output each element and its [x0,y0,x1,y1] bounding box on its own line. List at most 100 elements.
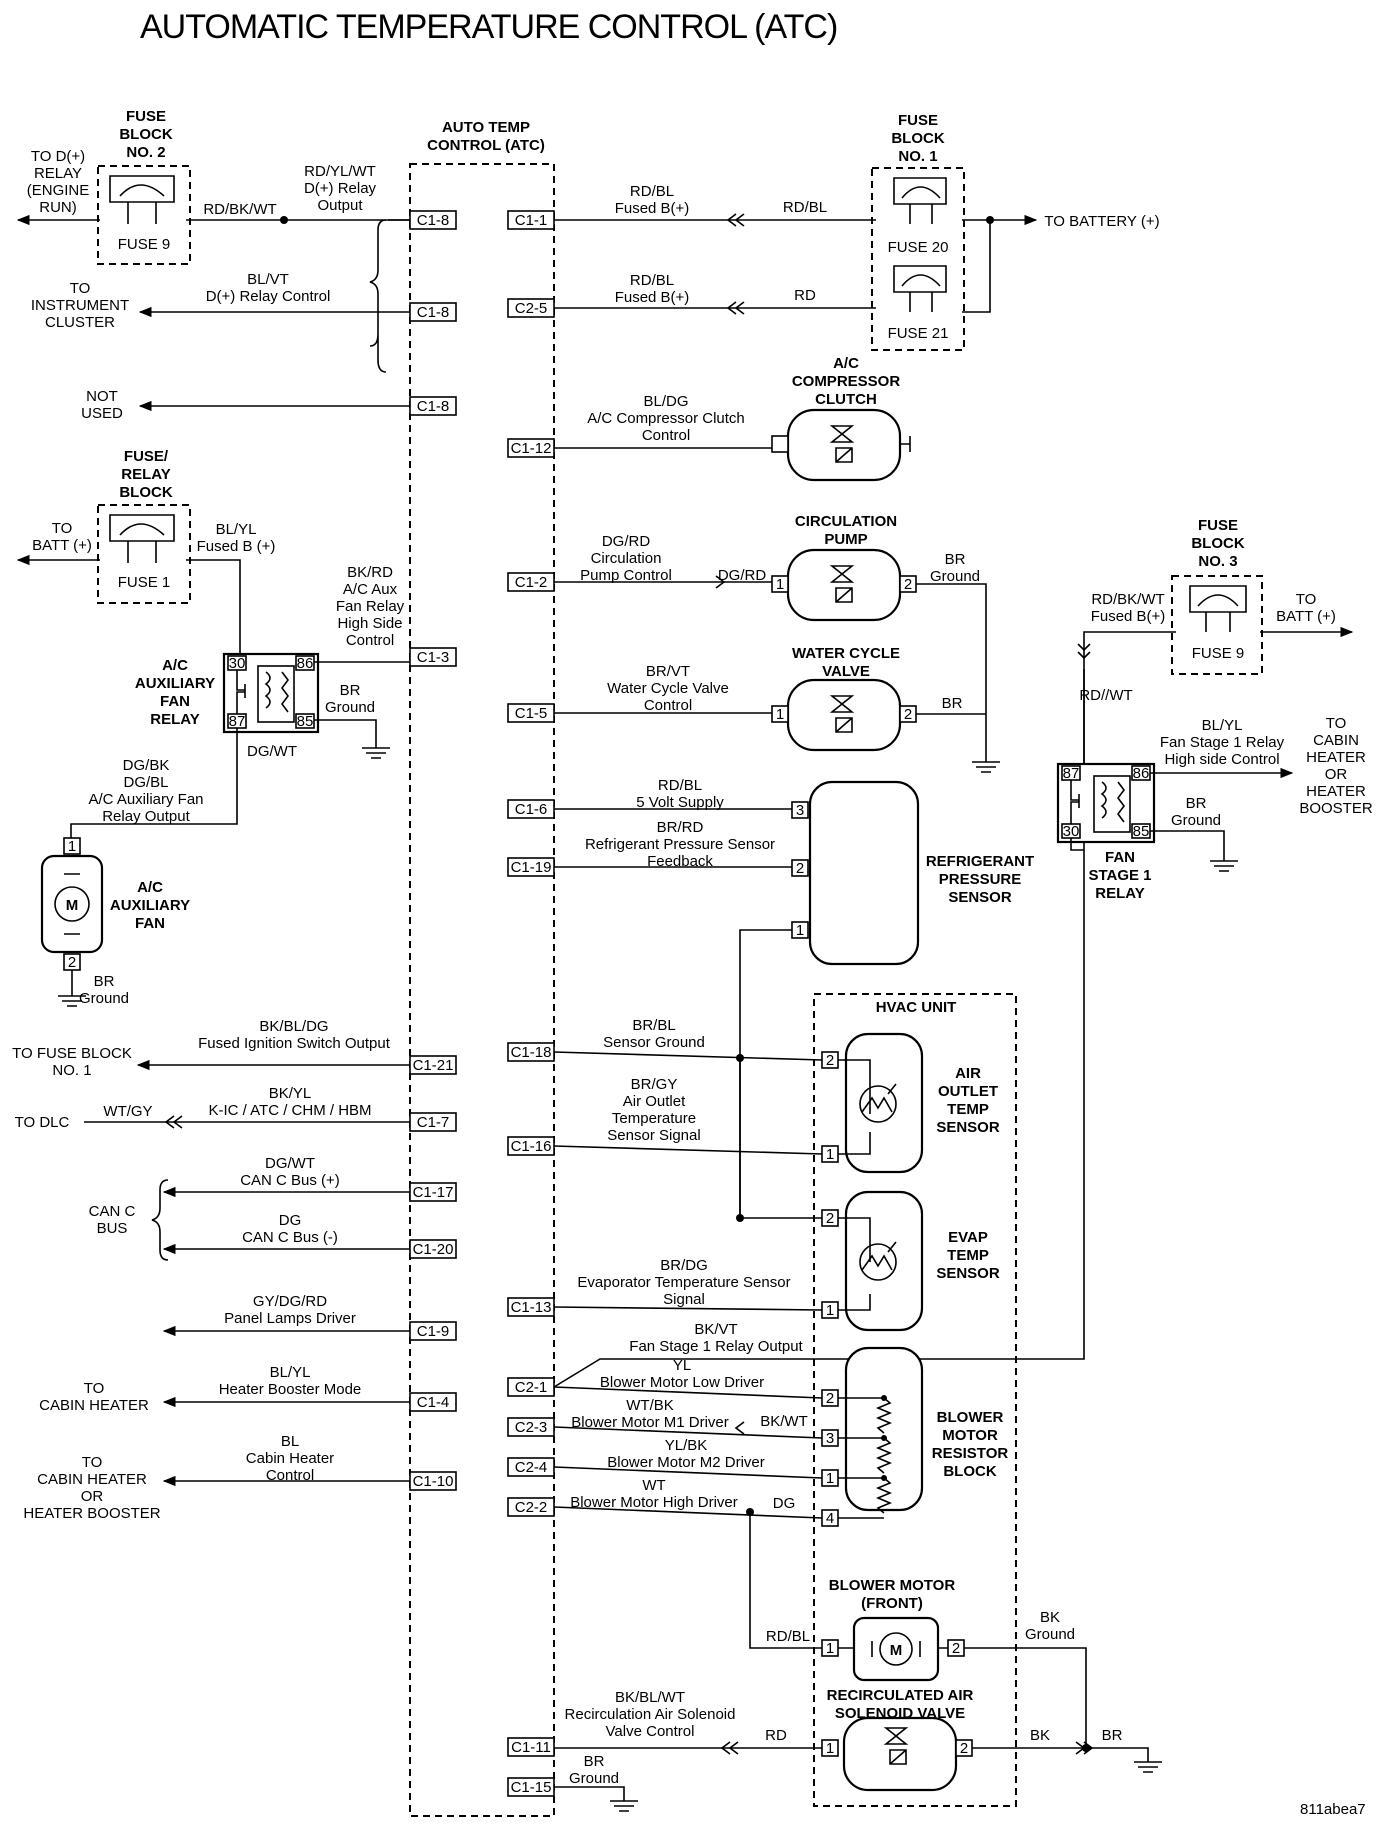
svg-text:RUN): RUN) [39,199,77,216]
evap-temp-sensor: 2 1 EVAP TEMP SENSOR BR/DG Evaporator Te… [553,1058,1000,1332]
svg-text:BK/BL/WT: BK/BL/WT [615,1689,685,1706]
air-outlet-temp-sensor: 2 1 AIR OUTLET TEMP SENSOR BR/BL Sensor … [553,1017,1000,1174]
svg-text:C1-11: C1-11 [511,1739,551,1756]
svg-text:C2-4: C2-4 [515,1459,548,1476]
svg-text:C1-19: C1-19 [511,859,552,876]
svg-text:CABIN HEATER: CABIN HEATER [37,1471,147,1488]
svg-text:Control: Control [644,697,692,714]
svg-text:30: 30 [1063,823,1080,840]
svg-text:C1-21: C1-21 [413,1057,454,1074]
svg-text:M: M [66,897,79,914]
svg-text:5 Volt Supply: 5 Volt Supply [636,794,724,811]
svg-text:COMPRESSOR: COMPRESSOR [792,373,901,390]
svg-text:Cabin Heater: Cabin Heater [246,1450,334,1467]
svg-text:TO BATTERY (+): TO BATTERY (+) [1044,213,1159,230]
svg-text:Fused Ignition Switch Output: Fused Ignition Switch Output [198,1035,391,1052]
svg-text:C1-20: C1-20 [413,1241,454,1258]
svg-text:A/C Compressor Clutch: A/C Compressor Clutch [587,410,745,427]
svg-text:CAN C Bus (+): CAN C Bus (+) [240,1172,340,1189]
svg-text:K-IC / ATC / CHM / HBM: K-IC / ATC / CHM / HBM [208,1102,371,1119]
svg-text:TO D(+): TO D(+) [31,148,85,165]
svg-text:BK: BK [1040,1609,1060,1626]
svg-text:Blower Motor Low Driver: Blower Motor Low Driver [600,1374,764,1391]
svg-text:C1-8: C1-8 [417,398,450,415]
svg-text:DG/WT: DG/WT [265,1155,315,1172]
svg-text:RD/BL: RD/BL [630,183,674,200]
svg-text:FUSE: FUSE [898,112,938,129]
svg-text:2: 2 [904,706,912,723]
aux-fan-relay: 30 86 87 85 A/C AUXILIARY FAN RELAY BK/R… [70,564,410,838]
svg-text:C2-3: C2-3 [515,1419,548,1436]
svg-text:WATER CYCLE: WATER CYCLE [792,645,900,662]
svg-text:Blower Motor M1 Driver: Blower Motor M1 Driver [571,1414,729,1431]
svg-text:BATT (+): BATT (+) [32,537,92,554]
svg-text:BL/YL: BL/YL [216,521,257,538]
svg-text:2: 2 [796,860,804,877]
svg-text:OR: OR [1325,766,1348,783]
svg-text:FUSE 20: FUSE 20 [888,239,949,256]
svg-text:DG/WT: DG/WT [247,743,297,760]
svg-text:Signal: Signal [663,1291,705,1308]
svg-text:OR: OR [81,1488,104,1505]
svg-text:FAN: FAN [160,693,190,710]
left-pins: C1-8 C1-8 C1-8 C1-3 C1-21 C1-7 C1-17 C1-… [409,210,457,1491]
svg-text:RELAY: RELAY [34,165,82,182]
svg-text:Recirculation Air Solenoid: Recirculation Air Solenoid [565,1706,736,1723]
fuse-block-2: FUSE BLOCK NO. 2 FUSE 9 TO D(+) RELAY (E… [16,108,386,265]
svg-text:C1-9: C1-9 [417,1323,450,1340]
svg-text:BR: BR [584,1753,605,1770]
svg-text:DG/BL: DG/BL [123,774,168,791]
svg-text:CABIN: CABIN [1313,732,1359,749]
svg-text:C2-2: C2-2 [515,1499,548,1516]
svg-text:WT: WT [642,1477,665,1494]
atc-module: AUTO TEMP CONTROL (ATC) [409,119,555,1817]
svg-text:RELAY: RELAY [1095,885,1144,902]
circulation-pump: CIRCULATION PUMP 1 2 DG/RD Circulation P… [554,513,987,762]
svg-text:A/C: A/C [137,879,163,896]
svg-text:1: 1 [826,1146,834,1163]
svg-text:A/C Aux: A/C Aux [343,581,398,598]
svg-text:TO: TO [1296,591,1317,608]
svg-text:Heater Booster Mode: Heater Booster Mode [219,1381,362,1398]
svg-text:RD//WT: RD//WT [1079,687,1132,704]
svg-text:CAN C Bus (-): CAN C Bus (-) [242,1229,338,1246]
svg-text:CLUSTER: CLUSTER [45,314,115,331]
svg-text:HEATER: HEATER [1306,783,1366,800]
svg-text:C1-6: C1-6 [515,801,548,818]
svg-text:BR/VT: BR/VT [646,663,690,680]
svg-text:DG/RD: DG/RD [718,567,767,584]
svg-text:2: 2 [960,1740,968,1757]
svg-text:HEATER: HEATER [1306,749,1366,766]
svg-text:D(+) Relay: D(+) Relay [304,180,377,197]
svg-text:C1-12: C1-12 [511,440,552,457]
svg-text:Ground: Ground [79,990,129,1007]
svg-text:BL/VT: BL/VT [247,271,289,288]
svg-text:C1-4: C1-4 [417,1394,450,1411]
svg-text:3: 3 [796,802,804,819]
svg-text:RD/BL: RD/BL [630,272,674,289]
svg-text:86: 86 [297,655,314,672]
svg-text:A/C: A/C [162,657,188,674]
svg-text:FUSE: FUSE [1198,517,1238,534]
svg-text:(ENGINE: (ENGINE [27,182,90,199]
svg-text:BR/DG: BR/DG [660,1257,708,1274]
diagram-title: AUTOMATIC TEMPERATURE CONTROL (ATC) [140,8,837,46]
water-cycle-valve: WATER CYCLE VALVE 1 2 BR/VT Water Cycle … [554,645,1000,773]
svg-text:Fan Relay: Fan Relay [336,598,405,615]
svg-text:RD: RD [765,1727,787,1744]
svg-text:1: 1 [796,922,804,939]
svg-text:Relay Output: Relay Output [102,808,190,825]
svg-text:A/C: A/C [833,355,859,372]
svg-text:2: 2 [826,1052,834,1069]
svg-text:1: 1 [776,706,784,723]
svg-text:1: 1 [776,576,784,593]
svg-text:FUSE 21: FUSE 21 [888,325,949,342]
svg-text:YL: YL [673,1357,691,1374]
svg-text:BLOCK: BLOCK [943,1463,996,1480]
svg-text:DG/BK: DG/BK [123,757,170,774]
svg-text:C1-8: C1-8 [417,304,450,321]
svg-text:RD/BL: RD/BL [658,777,702,794]
svg-text:BR: BR [340,682,361,699]
fan-stage-output-line: BK/VT Fan Stage 1 Relay Output [553,669,1085,1388]
svg-text:Pump Control: Pump Control [580,567,672,584]
